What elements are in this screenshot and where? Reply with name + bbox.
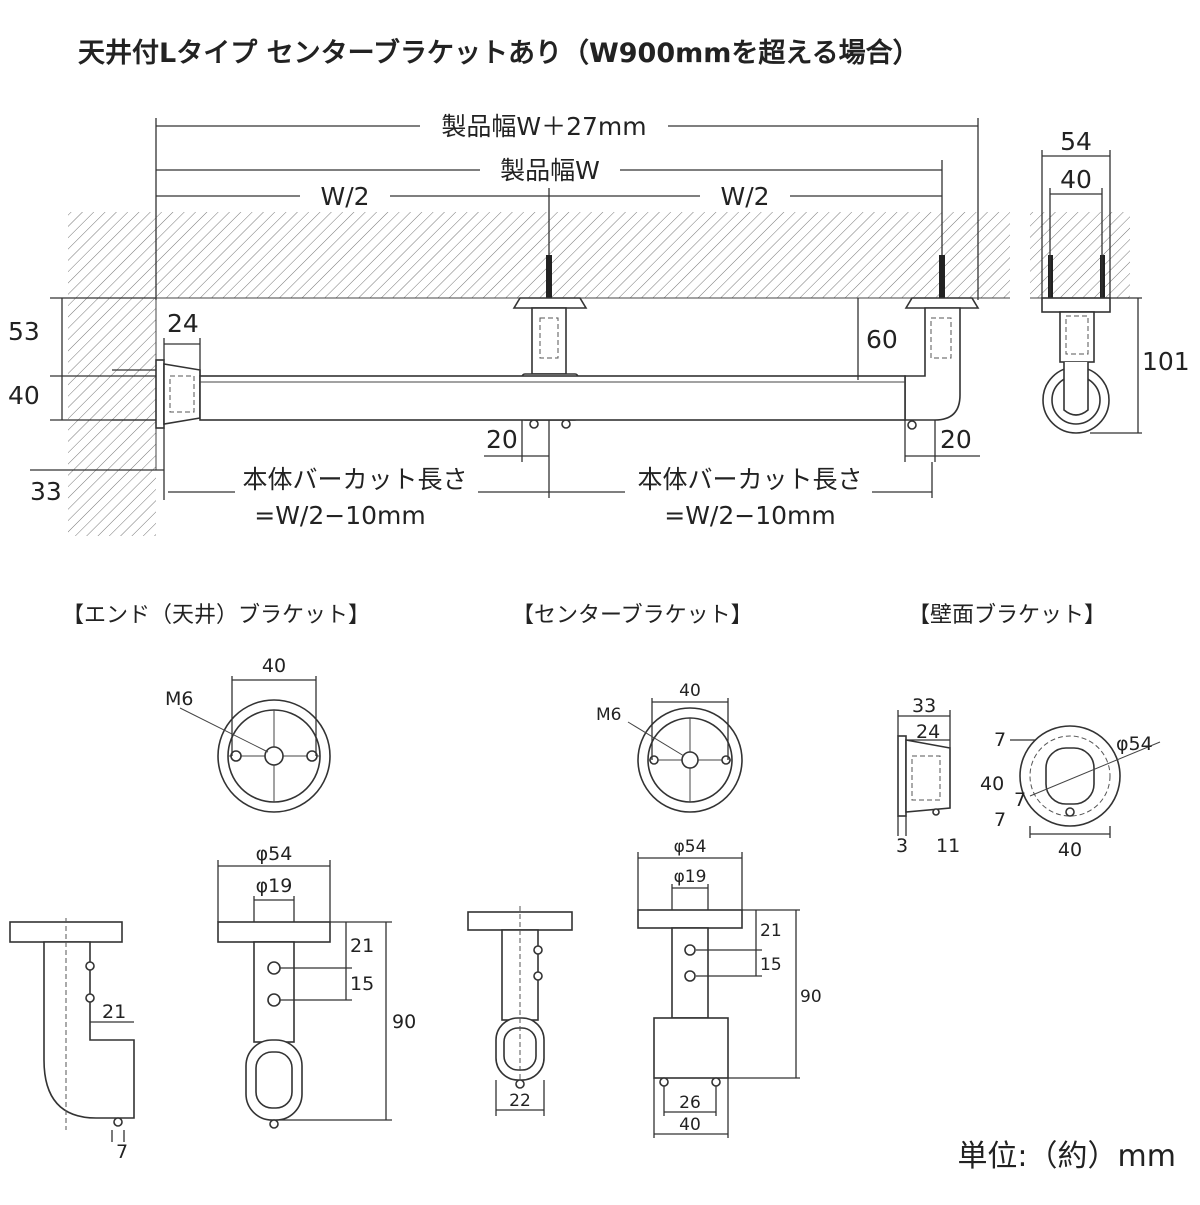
end-side-7-label: 7 <box>116 1141 128 1163</box>
center-15-label: 15 <box>760 955 782 975</box>
dim-53-label: 53 <box>8 317 40 346</box>
center-top-40-label: 40 <box>679 681 701 701</box>
center-phi19-label: φ19 <box>674 867 707 887</box>
end-phi54-label: φ54 <box>256 843 293 865</box>
section-end-bracket: 【エンド（天井）ブラケット】 <box>62 603 370 628</box>
center-22-label: 22 <box>509 1091 531 1111</box>
wall-7a-label: 7 <box>994 729 1006 751</box>
dim-60: 60 <box>857 298 898 380</box>
end-m6-label: M6 <box>165 688 193 710</box>
overall-width-dimension: 製品幅W＋27mm <box>155 112 979 300</box>
side-dim-40-label: 40 <box>1060 165 1092 194</box>
cut-formula-left-label: =W/2−10mm <box>254 501 425 530</box>
page-title: 天井付Lタイプ センターブラケットあり（W900mmを超える場合） <box>78 37 920 69</box>
section-center-bracket: 【センターブラケット】 <box>512 603 753 628</box>
center-90-label: 90 <box>800 987 822 1007</box>
center-phi54-label: φ54 <box>674 837 707 857</box>
end-top-40-label: 40 <box>262 655 286 677</box>
wall-7b-label: 7 <box>1014 789 1026 811</box>
half-width-dimensions: W/2 W/2 <box>156 182 942 300</box>
ceiling-screws <box>546 255 945 300</box>
left-vertical-dimensions: 53 40 <box>8 297 156 421</box>
center-bracket-front-view: φ54 φ19 21 15 90 26 40 <box>637 837 822 1138</box>
center-26-label: 26 <box>679 1093 701 1113</box>
side-view-bracket: 54 40 101 <box>1041 127 1190 434</box>
wall-11-label: 11 <box>936 835 960 857</box>
center-bracket-top-view: 40 M6 <box>596 681 743 813</box>
dim-20-center-label: 20 <box>486 425 518 454</box>
dim-20-right: 20 <box>904 420 980 462</box>
wall-hatching <box>68 298 157 536</box>
wall-phi54-label: φ54 <box>1116 733 1153 755</box>
end-bracket-side-view: 21 7 <box>9 918 135 1163</box>
end-21-label: 21 <box>350 935 374 957</box>
center-m6-label: M6 <box>596 705 621 725</box>
end-bracket-top-view: 40 M6 <box>165 655 331 813</box>
end-15-label: 15 <box>350 973 374 995</box>
center-40-label: 40 <box>679 1115 701 1135</box>
end-phi19-label: φ19 <box>256 875 293 897</box>
center-bracket-side-view: 22 <box>467 906 573 1116</box>
dim-24: 24 <box>163 309 201 376</box>
wall-bracket-front-view: 7 40 7 7 40 φ54 <box>980 725 1161 861</box>
ceiling-hatching <box>68 212 1010 299</box>
wall-40-label: 40 <box>980 773 1004 795</box>
dim-20-center: 20 <box>484 420 549 462</box>
product-width-label: 製品幅W <box>500 156 600 185</box>
wall-7c-label: 7 <box>994 809 1006 831</box>
section-wall-bracket: 【壁面ブラケット】 <box>908 603 1106 628</box>
dim-33-label: 33 <box>30 477 62 506</box>
half-width-right-label: W/2 <box>720 182 769 211</box>
rod-bar <box>199 375 906 421</box>
cut-length-right-label: 本体バーカット長さ <box>637 465 862 494</box>
side-dim-101-label: 101 <box>1142 347 1190 376</box>
wall-3-label: 3 <box>896 835 908 857</box>
side-dim-54-label: 54 <box>1060 127 1092 156</box>
end-90-label: 90 <box>392 1011 416 1033</box>
wall-24-label: 24 <box>916 721 940 743</box>
wall-40b-label: 40 <box>1058 839 1082 861</box>
dim-20-right-label: 20 <box>940 425 972 454</box>
cut-formula-right-label: =W/2−10mm <box>664 501 835 530</box>
dim-60-label: 60 <box>866 325 898 354</box>
half-width-left-label: W/2 <box>320 182 369 211</box>
end-side-21-label: 21 <box>102 1001 126 1023</box>
unit-label: 単位:（約）mm <box>957 1139 1176 1174</box>
dim-40-label: 40 <box>8 381 40 410</box>
dim-24-label: 24 <box>167 309 199 338</box>
wall-bracket-side-view: 33 24 3 11 <box>896 695 960 857</box>
dim-33: 33 <box>30 428 165 506</box>
wall-33-label: 33 <box>912 695 936 717</box>
right-end-bracket <box>904 297 980 430</box>
side-ceiling-hatching <box>1030 212 1130 299</box>
cut-length-left-label: 本体バーカット長さ <box>242 465 467 494</box>
center-21-label: 21 <box>760 921 782 941</box>
overall-width-label: 製品幅W＋27mm <box>441 112 646 141</box>
cut-length-dimensions: 本体バーカット長さ =W/2−10mm 本体バーカット長さ =W/2−10mm <box>168 420 933 530</box>
product-width-dimension: 製品幅W <box>156 156 943 300</box>
end-bracket-front-view: φ54 φ19 21 15 90 <box>217 843 416 1129</box>
